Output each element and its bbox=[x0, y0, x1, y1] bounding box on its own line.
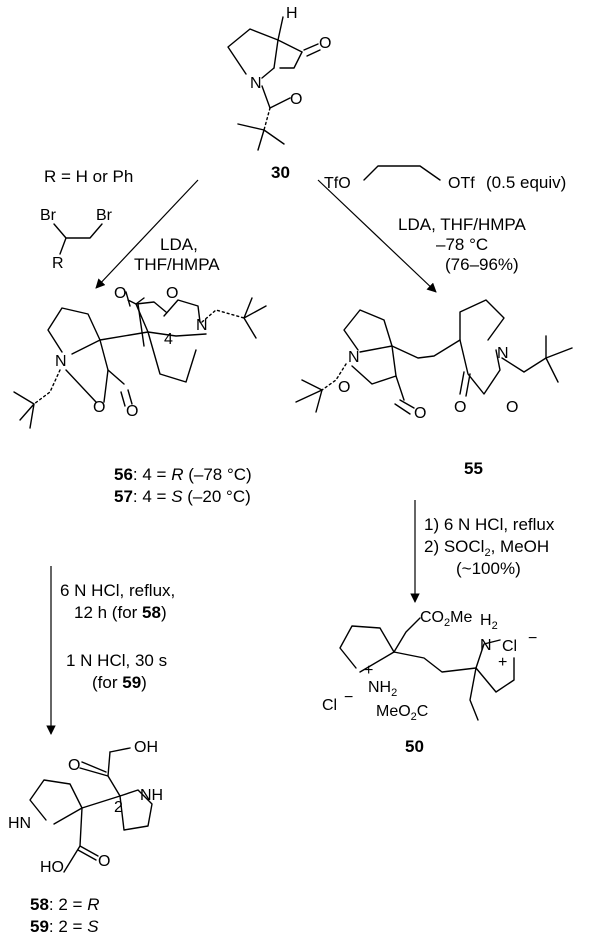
compound-30-structure bbox=[227, 16, 321, 151]
atom-oh-top: OH bbox=[134, 739, 158, 756]
condition-hcl-line2: 2) SOCl2, MeOH bbox=[424, 537, 549, 559]
compound-57-label: 57: 4 = S (–20 °C) bbox=[114, 487, 251, 506]
atom-o: O bbox=[166, 285, 178, 302]
charge-plus-left: + bbox=[364, 662, 373, 679]
charge-minus-right: − bbox=[528, 630, 537, 647]
stereocentre-locant-2: 2 bbox=[114, 799, 123, 816]
atom-nh2-left: NH2 bbox=[368, 679, 397, 699]
condition-left-line2: THF/HMPA bbox=[134, 255, 220, 274]
condition-equiv: (0.5 equiv) bbox=[486, 173, 566, 192]
atom-n: N bbox=[196, 317, 208, 334]
atom-o: O bbox=[126, 403, 138, 420]
compound-55-structure bbox=[295, 299, 573, 415]
condition-right-line1: LDA, THF/HMPA bbox=[398, 215, 526, 234]
compound-label-30: 30 bbox=[271, 163, 290, 182]
condition-down-line1: 6 N HCl, reflux, bbox=[60, 581, 175, 600]
atom-br: Br bbox=[40, 207, 57, 224]
atom-o: O bbox=[290, 91, 302, 108]
condition-right-line2: –78 °C bbox=[436, 235, 488, 254]
dibromide-bonds bbox=[53, 223, 103, 255]
compound-59-label: 59: 2 = S bbox=[30, 917, 99, 936]
atom-br: Br bbox=[96, 207, 113, 224]
condition-left-line1: LDA, bbox=[160, 235, 198, 254]
stereocentre-locant-4: 4 bbox=[164, 331, 173, 348]
atom-o-top: O bbox=[68, 757, 80, 774]
reaction-arrow-left bbox=[95, 179, 199, 289]
reaction-arrow-right bbox=[317, 179, 437, 293]
atom-o: O bbox=[114, 285, 126, 302]
bistriflate-bonds bbox=[363, 165, 441, 181]
atom-n-right: N bbox=[480, 637, 492, 654]
condition-hcl-line3: (~100%) bbox=[456, 559, 521, 578]
condition-down-line4: (for 59) bbox=[92, 673, 147, 692]
condition-hcl-line1: 1) 6 N HCl, reflux bbox=[424, 515, 555, 534]
atom-nh2-right: H2 bbox=[480, 612, 498, 632]
atom-ho: HO bbox=[40, 859, 64, 876]
atom-o: O bbox=[414, 405, 426, 422]
condition-down-line3: 1 N HCl, 30 s bbox=[66, 651, 167, 670]
atom-o-bottom: O bbox=[98, 853, 110, 870]
compound-label-55: 55 bbox=[464, 459, 483, 478]
atom-o: O bbox=[338, 379, 350, 396]
compound-56-57-structure bbox=[13, 291, 267, 429]
atom-n: N bbox=[497, 345, 509, 362]
charge-minus-left: − bbox=[344, 689, 353, 706]
atom-o: O bbox=[506, 399, 518, 416]
atom-n: N bbox=[55, 353, 67, 370]
atom-o: O bbox=[454, 399, 466, 416]
atom-hn: HN bbox=[8, 815, 31, 832]
compound-50-structure bbox=[339, 617, 515, 721]
charge-plus-right: + bbox=[498, 654, 507, 671]
atom-r: R bbox=[52, 255, 64, 272]
atom-meo2c: MeO2C bbox=[376, 703, 428, 723]
atom-co2me-top: CO2Me bbox=[420, 609, 472, 629]
compound-58-label: 58: 2 = R bbox=[30, 895, 99, 914]
atom-otf: OTf bbox=[448, 175, 475, 192]
compound-56-label: 56: 4 = R (–78 °C) bbox=[114, 465, 252, 484]
atom-o: O bbox=[93, 399, 105, 416]
r-definition: R = H or Ph bbox=[44, 167, 133, 186]
compound-label-50: 50 bbox=[405, 737, 424, 756]
atom-h: H bbox=[286, 5, 298, 22]
atom-cl-right: Cl bbox=[502, 638, 517, 655]
atom-n: N bbox=[348, 349, 360, 366]
condition-down-line2: 12 h (for 58) bbox=[74, 603, 167, 622]
atom-o: O bbox=[319, 35, 331, 52]
compound-58-59-structure bbox=[29, 747, 153, 873]
atom-n: N bbox=[250, 75, 262, 92]
condition-right-line3: (76–96%) bbox=[445, 255, 519, 274]
atom-tfo: TfO bbox=[324, 175, 351, 192]
atom-cl-left: Cl bbox=[322, 697, 337, 714]
atom-nh: NH bbox=[140, 787, 163, 804]
